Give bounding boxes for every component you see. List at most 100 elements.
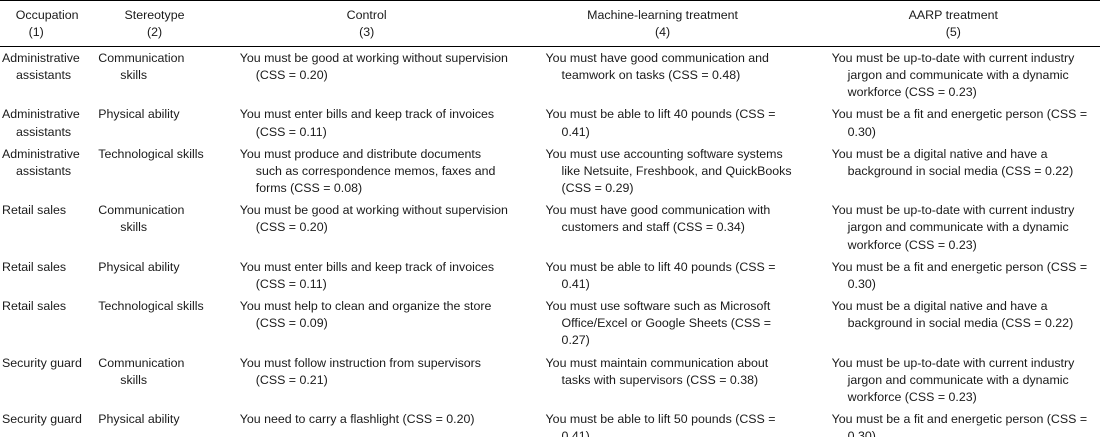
cell-content: You must maintain communication about ta…	[519, 355, 807, 389]
cell-content: You must be a fit and energetic person (…	[807, 411, 1100, 437]
cell-text: You must produce and distribute document…	[239, 146, 496, 196]
cell-content: You must be a fit and energetic person (…	[807, 259, 1100, 293]
cell-content: You must follow instruction from supervi…	[215, 355, 519, 389]
cell-text: You must be up-to-date with current indu…	[831, 203, 1075, 252]
cell-content: You must enter bills and keep track of i…	[215, 106, 519, 140]
top-rule-cell	[94, 0, 215, 1]
cell-text: Retail sales	[2, 203, 67, 218]
table-row: Administrative assistants Physical abilit…	[0, 104, 1100, 143]
cell-content: Retail sales	[0, 259, 94, 276]
cell-content: You must have good communication with cu…	[519, 202, 807, 236]
table-row: Retail sales Physical ability You must ent…	[0, 256, 1100, 295]
cell-stereotype: Physical ability	[94, 409, 214, 437]
cell-content: You must be up-to-date with current indu…	[807, 50, 1100, 102]
top-rule-cell	[214, 0, 519, 1]
cell-content: Physical ability	[94, 106, 214, 123]
cell-aarp: You must be up-to-date with current indu…	[807, 352, 1100, 409]
cell-content: Physical ability	[94, 259, 214, 276]
cell-control: You must produce and distribute document…	[215, 143, 519, 200]
cell-content: You must be good at working without supe…	[215, 202, 519, 236]
cell-occupation: Security guard	[0, 409, 94, 437]
cell-text: You must have good communication with cu…	[545, 203, 771, 235]
column-header-machine-learning-treatment-label: Machine-learning treatment	[587, 8, 739, 22]
cell-occupation: Administrative assistants	[0, 47, 94, 104]
table-row: Retail sales Communication skills You must…	[0, 200, 1100, 257]
cell-text: Technological skills	[98, 146, 204, 161]
cell-control: You must be good at working without supe…	[215, 200, 519, 257]
cell-text: You must enter bills and keep track of i…	[239, 259, 495, 291]
cell-text: You must use accounting software systems…	[545, 146, 792, 196]
cell-text: You must help to clean and organize the …	[239, 299, 492, 331]
cell-aarp: You must be a fit and energetic person (…	[807, 104, 1100, 143]
cell-aarp: You must be up-to-date with current indu…	[807, 200, 1100, 257]
cell-ml: You must use software such as Microsoft …	[519, 296, 807, 353]
cell-text: Communication skills	[98, 50, 185, 83]
cell-ml: You must be able to lift 40 pounds (CSS …	[519, 104, 807, 143]
table-row: Administrative assistants Technological s…	[0, 143, 1100, 200]
cell-text: You must be a fit and energetic person (…	[831, 107, 1088, 139]
cell-text: Physical ability	[98, 107, 180, 122]
cell-text: You must be able to lift 40 pounds (CSS …	[545, 107, 776, 139]
cell-content: You must use accounting software systems…	[519, 146, 807, 198]
column-header-aarp-treatment: AARP treatment (5)	[806, 1, 1100, 48]
cell-text: Retail sales	[2, 259, 67, 274]
cell-control: You must enter bills and keep track of i…	[215, 104, 519, 143]
cell-content: Security guard	[0, 411, 94, 428]
cell-text: You must be a fit and energetic person (…	[831, 412, 1088, 437]
column-header-row: Occupation (1) Stereotype (2) Control (3…	[0, 1, 1100, 48]
top-rule	[0, 0, 1100, 1]
cell-control: You must be good at working without supe…	[215, 47, 519, 104]
cell-content: Administrative assistants	[0, 146, 94, 180]
cell-content: You must enter bills and keep track of i…	[215, 259, 519, 293]
cell-content: You must be able to lift 40 pounds (CSS …	[519, 106, 807, 140]
column-header-stereotype-label: Stereotype	[124, 8, 185, 22]
cell-aarp: You must be a digital native and have a …	[807, 296, 1100, 353]
cell-ml: You must have good communication and tea…	[519, 47, 807, 104]
cell-stereotype: Communication skills	[94, 47, 214, 104]
column-header-stereotype: Stereotype (2)	[94, 1, 215, 48]
cell-content: Administrative assistants	[0, 106, 94, 140]
column-header-machine-learning-treatment: Machine-learning treatment (4)	[518, 1, 807, 48]
cell-text: Security guard	[2, 412, 82, 427]
cell-text: Communication skills	[98, 203, 185, 235]
cell-text: Administrative assistants	[2, 107, 80, 139]
cell-text: You must be good at working without supe…	[239, 50, 508, 83]
cell-content: Technological skills	[94, 146, 214, 163]
cell-text: You must be able to lift 50 pounds (CSS …	[545, 412, 776, 437]
cell-content: Retail sales	[0, 298, 94, 315]
cell-occupation: Retail sales	[0, 296, 94, 353]
cell-text: You must be up-to-date with current indu…	[831, 50, 1075, 100]
cell-content: You must be up-to-date with current indu…	[807, 355, 1100, 407]
column-header-machine-learning-treatment-number: (4)	[655, 25, 671, 40]
cell-content: You must be a digital native and have a …	[807, 298, 1100, 332]
cell-text: Administrative assistants	[2, 146, 80, 178]
cell-text: You must enter bills and keep track of i…	[239, 107, 495, 139]
cell-content: You need to carry a flashlight (CSS = 0.…	[215, 411, 519, 428]
cell-stereotype: Physical ability	[94, 256, 214, 295]
cell-content: You must be a digital native and have a …	[807, 146, 1100, 180]
top-rule-cell	[806, 0, 1100, 1]
cell-content: You must be able to lift 50 pounds (CSS …	[519, 411, 807, 437]
cell-content: Administrative assistants	[0, 50, 94, 84]
cell-control: You need to carry a flashlight (CSS = 0.…	[215, 409, 519, 437]
cell-control: You must enter bills and keep track of i…	[215, 256, 519, 295]
cell-content: Technological skills	[94, 298, 214, 315]
cell-text: You must be able to lift 40 pounds (CSS …	[545, 259, 776, 291]
cell-content: You must be a fit and energetic person (…	[807, 106, 1100, 140]
cell-aarp: You must be up-to-date with current indu…	[807, 47, 1100, 104]
cell-text: Technological skills	[98, 299, 204, 314]
cell-stereotype: Communication skills	[94, 352, 214, 409]
cell-content: You must produce and distribute document…	[215, 146, 519, 198]
cell-content: You must use software such as Microsoft …	[519, 298, 807, 350]
cell-content: Retail sales	[0, 202, 94, 219]
cell-content: Physical ability	[94, 411, 214, 428]
cell-text: You must be up-to-date with current indu…	[831, 355, 1075, 404]
cell-ml: You must use accounting software systems…	[519, 143, 807, 200]
table-row: Retail sales Technological skills You must…	[0, 296, 1100, 353]
cell-content: You must be up-to-date with current indu…	[807, 202, 1100, 254]
